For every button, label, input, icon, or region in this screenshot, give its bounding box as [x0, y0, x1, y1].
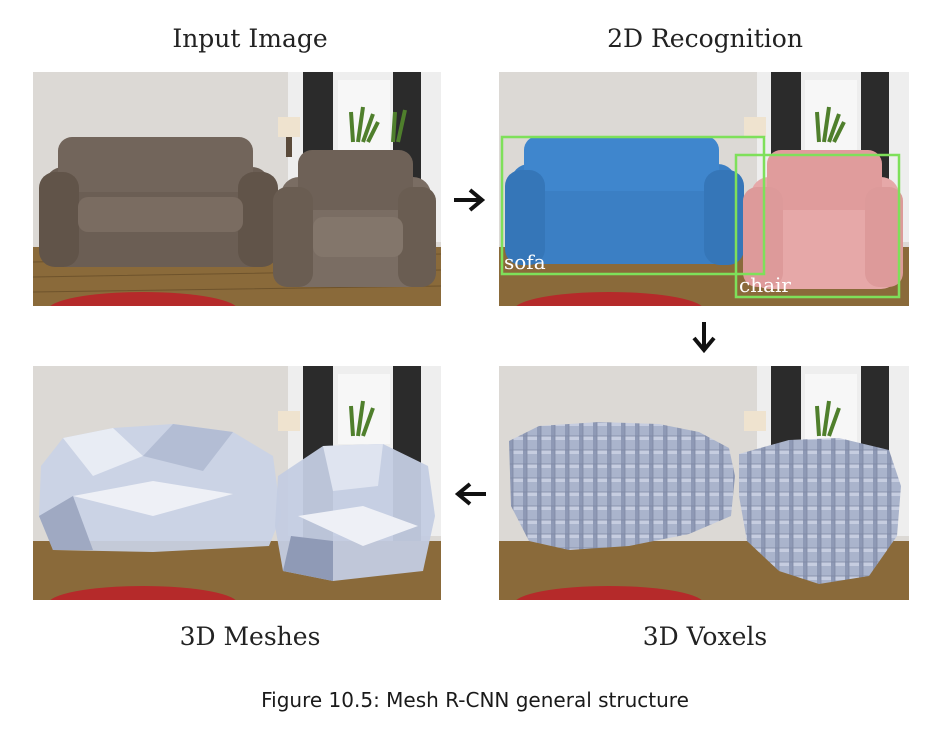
chair-bounding-box [734, 153, 901, 299]
sofa-bounding-box [500, 135, 766, 276]
arrow-right-icon [454, 188, 486, 212]
figure-caption: Figure 10.5: Mesh R-CNN general structur… [261, 688, 689, 712]
chair-label: chair [739, 273, 791, 297]
arrow-left-icon [454, 482, 486, 506]
voxels-title: 3D Voxels [642, 622, 768, 651]
chair-voxels [739, 438, 901, 584]
arrow-down-icon [692, 322, 716, 354]
input-image-scene [33, 72, 441, 306]
sofa-mask [505, 136, 744, 265]
voxels-scene [499, 366, 909, 600]
sofa-label: sofa [504, 250, 546, 274]
input-image-panel [33, 72, 441, 306]
recognition-scene: sofa chair [499, 72, 909, 306]
voxels-panel [499, 366, 909, 600]
input-image-title: Input Image [172, 24, 328, 53]
meshes-scene [33, 366, 441, 600]
sofa-voxels [509, 422, 735, 550]
recognition-panel: sofa chair [499, 72, 909, 306]
sofa-mesh [39, 424, 281, 552]
meshes-title: 3D Meshes [179, 622, 321, 651]
meshes-panel [33, 366, 441, 600]
chair-mesh [275, 444, 435, 581]
chair-mask [743, 150, 903, 289]
recognition-title: 2D Recognition [607, 24, 803, 53]
